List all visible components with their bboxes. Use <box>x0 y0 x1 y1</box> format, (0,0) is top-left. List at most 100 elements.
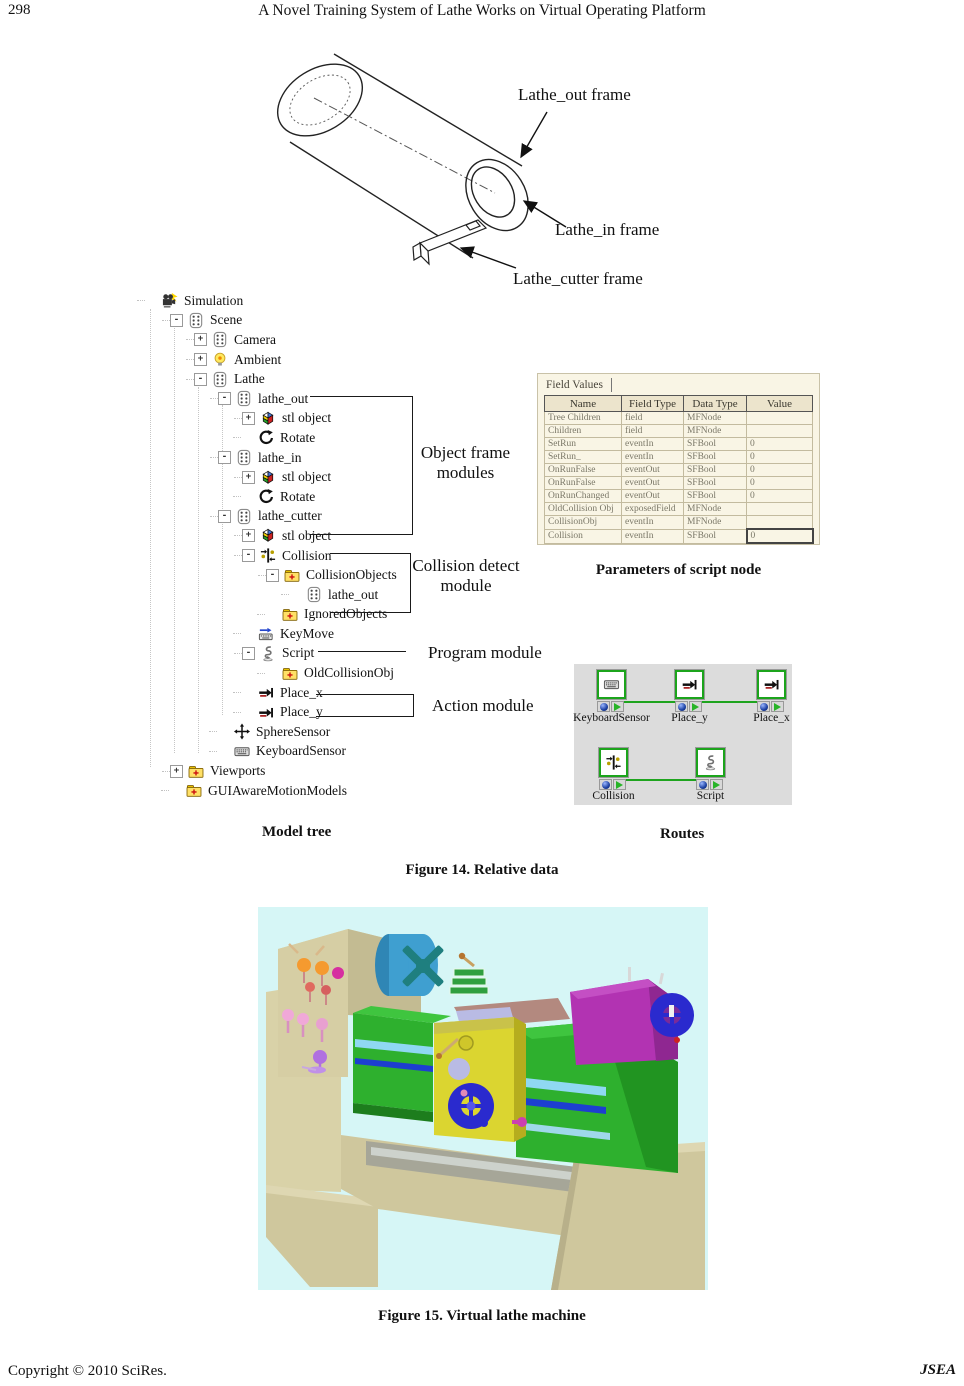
table-cell: OldCollision Obj <box>544 502 622 516</box>
tree-item-camera[interactable]: +Camera <box>146 330 426 350</box>
table-cell: CollisionObj <box>544 515 622 530</box>
tree-item-simulation[interactable]: Simulation <box>137 291 426 311</box>
cube-icon <box>259 410 277 427</box>
tree-item-collision[interactable]: - Collision <box>146 546 426 566</box>
tree-item-label: stl object <box>282 410 332 426</box>
tree-collapse-toggle[interactable]: - <box>234 549 255 563</box>
tree-item-ignoredobjects[interactable]: IgnoredObjects <box>146 605 426 625</box>
tree-expand-toggle[interactable]: + <box>186 333 207 347</box>
lathe-cutter-frame-label: Lathe_cutter frame <box>513 269 643 288</box>
tree-item-scene[interactable]: -Scene <box>146 311 426 331</box>
route-node-place-y[interactable]: Place_y <box>671 670 708 724</box>
tree-item-label: KeyMove <box>280 625 334 641</box>
tree-item-label: Collision <box>282 547 332 563</box>
tree-item-script[interactable]: -Script <box>146 644 426 664</box>
route-node-place-x[interactable]: Place_x <box>753 670 790 724</box>
node-output-port[interactable] <box>710 779 723 790</box>
table-cell <box>746 515 813 530</box>
tree-item-ambient[interactable]: +Ambient <box>146 350 426 370</box>
tree-item-viewports[interactable]: + Viewports <box>146 761 426 781</box>
figure15-caption: Figure 15. Virtual lathe machine <box>378 1308 586 1324</box>
tree-item-oldcollisionobj[interactable]: OldCollisionObj <box>146 663 426 683</box>
play-port-icon <box>774 702 781 711</box>
tree-item-keyboardsensor[interactable]: KeyboardSensor <box>146 742 426 762</box>
params-of-script-node-caption: Parameters of script node <box>595 562 762 578</box>
table-cell: SetRun <box>544 437 622 451</box>
tree-collapse-toggle[interactable]: - <box>210 392 231 406</box>
tree-item-label: lathe_in <box>258 449 302 465</box>
tree-expand-toggle[interactable]: + <box>234 529 255 543</box>
tree-expand-toggle[interactable]: + <box>234 470 255 484</box>
route-node-keyboardsensor[interactable]: KeyboardSensor <box>573 670 650 724</box>
column-header: Data Type <box>683 395 747 412</box>
bulb-icon <box>211 351 229 368</box>
table-cell: 0 <box>746 463 813 477</box>
node-output-port[interactable] <box>611 701 624 712</box>
tree-item-lathe[interactable]: -Lathe <box>146 369 426 389</box>
node-input-port[interactable] <box>675 701 688 712</box>
table-cell: SFBool <box>683 437 747 451</box>
tree-item-guiawaremotionmodels[interactable]: GUIAwareMotionModels <box>146 781 426 801</box>
tree-indent-spacer <box>233 707 253 718</box>
tree-expand-toggle[interactable]: + <box>186 353 207 367</box>
tree-expand-toggle[interactable]: + <box>162 764 183 778</box>
route-node-script[interactable]: Script <box>696 748 725 802</box>
tree-item-spheresensor[interactable]: SphereSensor <box>146 722 426 742</box>
tree-indent-spacer <box>257 609 277 620</box>
node-input-port[interactable] <box>597 701 610 712</box>
rotate-icon <box>257 488 275 505</box>
tree-collapse-toggle[interactable]: - <box>186 372 207 386</box>
table-cell: 0 <box>746 450 813 464</box>
tree-expand-toggle[interactable]: + <box>234 411 255 425</box>
tree-collapse-toggle[interactable]: - <box>210 451 231 465</box>
tree-item-stl-object[interactable]: + stl object <box>146 409 426 429</box>
tree-collapse-toggle[interactable]: - <box>234 646 255 660</box>
node-output-port[interactable] <box>613 779 626 790</box>
tree-item-stl-object[interactable]: +stl object <box>146 526 426 546</box>
tree-collapse-toggle[interactable]: - <box>162 313 183 327</box>
tree-item-collisionobjects[interactable]: -CollisionObjects <box>146 565 426 585</box>
tree-item-label: Viewports <box>210 763 266 779</box>
node-output-port[interactable] <box>689 701 702 712</box>
tree-item-lathe-in[interactable]: - lathe_in <box>146 448 426 468</box>
tree-item-lathe-out[interactable]: -lathe_out <box>146 389 426 409</box>
table-cell: eventIn <box>621 515 684 530</box>
place-icon <box>257 704 275 721</box>
tree-item-keymove[interactable]: KeyMove <box>146 624 426 644</box>
tree-item-place-y[interactable]: Place_y <box>146 702 426 722</box>
tree-item-rotate[interactable]: Rotate <box>146 428 426 448</box>
tree-collapse-toggle[interactable]: - <box>210 509 231 523</box>
sphere-port-icon <box>759 702 768 711</box>
collision-icon <box>259 547 277 564</box>
table-cell: OnRunFalse <box>544 476 622 490</box>
route-node-collision[interactable]: Collision <box>592 748 635 802</box>
table-cell: eventOut <box>621 489 684 503</box>
tree-item-lathe-out[interactable]: lathe_out <box>146 585 426 605</box>
place-arrow-icon <box>675 670 704 699</box>
column-header: Field Type <box>621 395 684 412</box>
tree-item-place-x[interactable]: Place_x <box>146 683 426 703</box>
tree-indent-spacer <box>161 785 181 796</box>
tree-item-label: IgnoredObjects <box>304 606 388 622</box>
node-input-port[interactable] <box>599 779 612 790</box>
tree-indent-spacer <box>233 432 253 443</box>
node-input-port[interactable] <box>757 701 770 712</box>
tree-item-rotate[interactable]: Rotate <box>146 487 426 507</box>
tree-item-stl-object[interactable]: +stl object <box>146 467 426 487</box>
field-values-tab[interactable]: Field Values <box>538 374 819 394</box>
node-output-port[interactable] <box>771 701 784 712</box>
tree-item-lathe-cutter[interactable]: -lathe_cutter <box>146 507 426 527</box>
node-input-port[interactable] <box>696 779 709 790</box>
tree-collapse-toggle[interactable]: - <box>258 568 279 582</box>
